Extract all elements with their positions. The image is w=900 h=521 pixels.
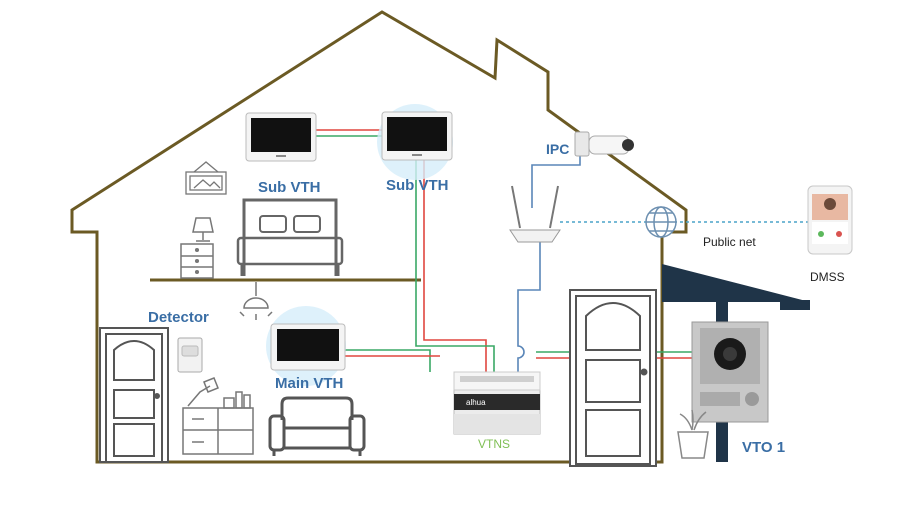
vtns-label: VTNS — [478, 437, 510, 451]
potted-plant-icon — [677, 409, 709, 459]
sub-vth-left-label: Sub VTH — [258, 179, 321, 196]
video-door-station-icon — [691, 321, 769, 423]
sofa-icon — [268, 396, 366, 456]
ceiling-light-icon — [239, 282, 273, 320]
main-vth-label: Main VTH — [275, 375, 343, 392]
main-vth-monitor — [270, 323, 346, 371]
sub-vth-right-monitor — [381, 111, 453, 161]
vtns-brand-mark: alhua — [466, 398, 486, 407]
ipc-label: IPC — [546, 141, 569, 157]
public-net-label: Public net — [703, 235, 756, 249]
desk-icon — [182, 377, 254, 455]
right-door-icon — [569, 289, 657, 467]
left-door-icon — [99, 327, 169, 463]
picture-frame-icon — [185, 161, 227, 195]
wifi-router-icon — [509, 185, 561, 243]
detector-label: Detector — [148, 309, 209, 326]
house-outline — [70, 10, 688, 464]
bed-icon — [236, 198, 344, 276]
sub-vth-right-label: Sub VTH — [386, 177, 449, 194]
vto-label: VTO 1 — [742, 439, 785, 456]
smartphone-icon — [807, 185, 853, 255]
globe-icon — [645, 206, 677, 238]
nightstand-icon — [180, 243, 214, 279]
sub-vth-left-monitor — [245, 112, 317, 162]
vtns-switch: alhua — [453, 371, 541, 435]
dmss-label: DMSS — [810, 270, 845, 284]
motion-detector-icon — [177, 337, 203, 373]
bullet-camera-icon — [574, 131, 634, 157]
bedside-lamp-icon — [192, 217, 214, 242]
